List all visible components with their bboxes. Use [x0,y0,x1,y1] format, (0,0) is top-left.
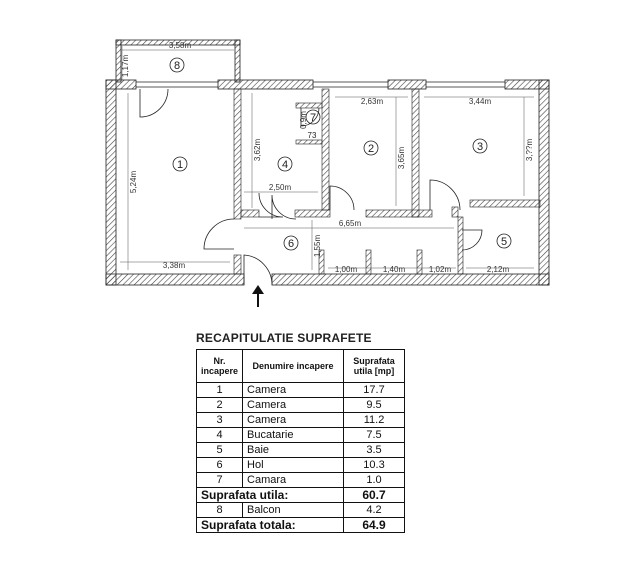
table-title: RECAPITULATIE SUPRAFETE [196,331,372,345]
dim-room4-height: 3,62m [253,139,262,162]
dim-bath-width: 2,12m [487,265,510,274]
row-area: 10.3 [343,457,406,473]
row-nr: 1 [195,382,244,398]
dim-room1-height: 5,24m [129,171,138,194]
header-name: Denumire incapere [242,349,345,383]
row-name: Baie [242,442,345,458]
row-name: Camara [242,472,345,488]
area-summary-table: Nr. incapere Denumire incapere Suprafata… [195,349,406,533]
row-name: Camera [242,397,345,413]
dim-room7-width: 73 [308,131,317,140]
dim-balcony-depth: 1,17m [121,55,130,78]
room-7-number: 7 [310,112,316,124]
header-area: Suprafata utila [mp] [343,349,406,383]
room-6-number: 6 [288,238,294,250]
row-nr: 6 [195,457,244,473]
table-row: 4 Bucatarie 7.5 [195,427,406,443]
dim-hall-length: 6,65m [339,219,362,228]
dim-room4-width: 2,50m [269,183,292,192]
dim-seg-c: 1,02m [429,265,452,274]
row-nr: 3 [195,412,244,428]
row-nr: 7 [195,472,244,488]
dim-hall-width: 1,55m [313,235,322,258]
useful-area-row: Suprafata utila: 60.7 [195,487,406,503]
header-nr: Nr. incapere [195,349,244,383]
row-area: 3.5 [343,442,406,458]
dim-room2-height: 3,65m [397,147,406,170]
balcony-name: Balcon [242,502,345,518]
row-area: 11.2 [343,412,406,428]
table-row: 5 Baie 3.5 [195,442,406,458]
row-area: 7.5 [343,427,406,443]
interior-walls [233,88,541,275]
total-area-value: 64.9 [343,517,406,533]
dim-seg-a: 1,00m [335,265,358,274]
table-row: 6 Hol 10.3 [195,457,406,473]
room-3-number: 3 [477,141,483,153]
dim-room7-height: 0,9m [299,111,308,129]
dim-room2-width: 2,63m [361,97,384,106]
dim-balcony-width: 3,58m [169,41,192,50]
table-header-row: Nr. incapere Denumire incapere Suprafata… [195,349,406,383]
table-row: 7 Camara 1.0 [195,472,406,488]
dim-room1-width: 3,38m [163,261,186,270]
table-row: 3 Camera 11.2 [195,412,406,428]
row-area: 1.0 [343,472,406,488]
balcony-nr: 8 [195,502,244,518]
door-swings [139,88,483,286]
balcony-area: 4.2 [343,502,406,518]
room-4-number: 4 [282,159,288,171]
dim-room3-width: 3,44m [469,97,492,106]
total-area-label: Suprafata totala: [195,517,345,533]
room-1-number: 1 [177,159,183,171]
row-name: Bucatarie [242,427,345,443]
row-name: Camera [242,382,345,398]
row-name: Camera [242,412,345,428]
room-2-number: 2 [368,143,374,155]
useful-area-label: Suprafata utila: [195,487,345,503]
row-nr: 2 [195,397,244,413]
dim-room3-height: 3,??m [525,139,534,162]
entrance-arrow-icon [252,285,264,307]
row-nr: 4 [195,427,244,443]
dimension-lines [120,46,534,270]
row-name: Hol [242,457,345,473]
room-8-number: 8 [174,60,180,72]
table-row: 2 Camera 9.5 [195,397,406,413]
room-numbers [169,57,512,251]
dim-seg-b: 1,40m [383,265,406,274]
row-nr: 5 [195,442,244,458]
table-row: 1 Camera 17.7 [195,382,406,398]
floor-plan: 8 1 2 3 4 5 6 7 3,58m 1,17m 5,24m 3,38m … [105,39,550,307]
balcony-row: 8 Balcon 4.2 [195,502,406,518]
useful-area-value: 60.7 [343,487,406,503]
outer-walls [105,79,550,286]
room-5-number: 5 [501,236,507,248]
total-area-row: Suprafata totala: 64.9 [195,517,406,533]
row-area: 9.5 [343,397,406,413]
row-area: 17.7 [343,382,406,398]
